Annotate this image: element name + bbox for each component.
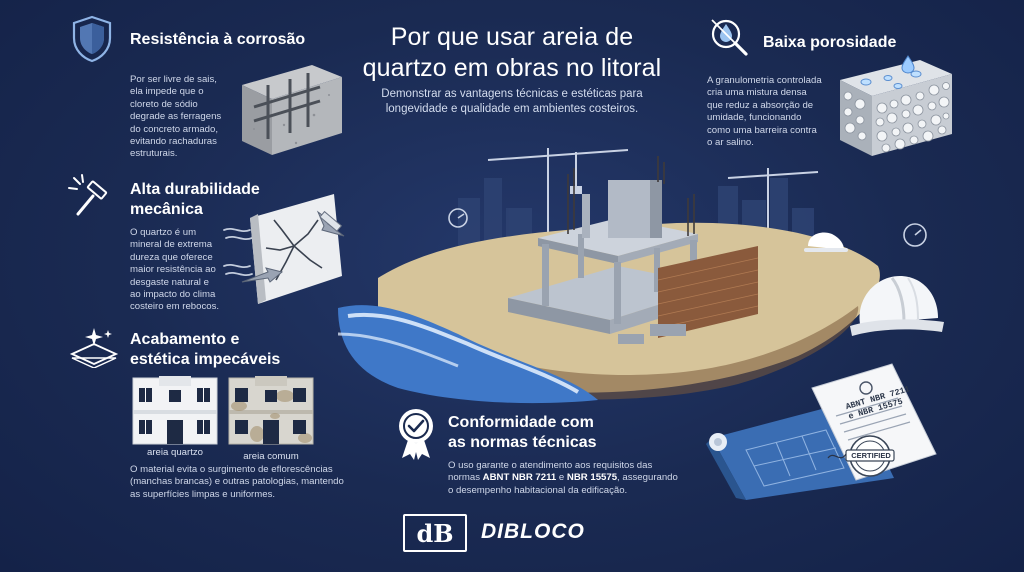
- norms-title-line1: Conformidade com: [448, 414, 594, 431]
- porosity-text-line: cria uma mistura densa: [707, 87, 807, 99]
- magnifier-drop-icon: [711, 19, 748, 56]
- norms-text: O uso garante o atendimento aos requisit…: [448, 460, 708, 497]
- durability-title-line2: mecânica: [130, 201, 203, 218]
- dense-aggregate-block-illustration: [840, 55, 952, 156]
- certified-stamp: CERTIFIED: [851, 451, 891, 460]
- porosity-text: A granulometria controlada cria uma mist…: [707, 75, 829, 149]
- norm-nbr-7211: ABNT NBR 7211: [482, 472, 557, 484]
- finish-text-line: as superfícies limpas e uniformes.: [130, 488, 276, 500]
- clean-house-illustration: [132, 376, 218, 445]
- corrosion-text-line: evitando rachaduras: [130, 136, 217, 148]
- corrosion-text-line: do concreto armado,: [130, 123, 218, 135]
- porosity-text-line: o ar salino.: [707, 137, 754, 149]
- page-subtitle-line2: longevidade e qualidade em ambientes cos…: [385, 103, 639, 115]
- durability-title: Alta durabilidade mecânica: [130, 180, 260, 220]
- norms-text-line: normas ABNT NBR 7211 e NBR 15575, assegu…: [448, 472, 708, 484]
- durability-text-line: desgaste natural e: [130, 276, 209, 288]
- page-title: Por que usar areia de quartzo em obras n…: [322, 22, 702, 84]
- durability-text-line: dureza que oferece: [130, 251, 213, 263]
- durability-text-line: costeiro em rebocos.: [130, 301, 220, 313]
- finish-text-line: O material evita o surgimento de eflores…: [130, 464, 333, 475]
- blueprint-certificate-illustration: [706, 363, 937, 500]
- finish-title: Acabamento e estética impecáveis: [130, 330, 280, 370]
- corrosion-text-line: Por ser livre de sais,: [130, 74, 217, 85]
- dibloco-logo: dB: [403, 514, 467, 552]
- hard-hat-illustration: [850, 276, 944, 336]
- page-title-line2: quartzo em obras no litoral: [362, 54, 662, 82]
- dibloco-logo-mark: dB: [416, 518, 454, 548]
- porosity-text-line: que reduz a absorção de: [707, 99, 814, 111]
- corrosion-text-line: cloreto de sódio: [130, 98, 198, 110]
- page-subtitle: Demonstrar as vantagens técnicas e estét…: [330, 87, 694, 117]
- corrosion-text-line: degrade as ferragens: [130, 111, 222, 123]
- durability-text-line: mineral de extrema: [130, 239, 213, 251]
- corrosion-text-line: estruturais.: [130, 148, 178, 160]
- corrosion-text-line: ela impede que o: [130, 86, 204, 98]
- stained-house-illustration: [228, 376, 314, 445]
- sparkle-surface-icon: [69, 328, 119, 368]
- finish-title-line1: Acabamento e: [130, 331, 240, 348]
- norm-nbr-15575: NBR 15575: [566, 472, 618, 484]
- label-quartz-sand: areia quartzo: [147, 447, 203, 458]
- concrete-block-rebar-illustration: [242, 65, 342, 155]
- norms-title-line2: as normas técnicas: [448, 434, 597, 451]
- porosity-text-line: como uma barreira contra: [707, 124, 817, 136]
- porosity-title: Baixa porosidade: [763, 34, 897, 51]
- porosity-text-line: umidade, funcionando: [707, 112, 802, 124]
- page-subtitle-line1: Demonstrar as vantagens técnicas e estét…: [381, 88, 643, 100]
- durability-text-line: maior resistência ao: [130, 264, 216, 276]
- cracked-wall-impact-illustration: [223, 194, 345, 304]
- label-common-sand: areia comum: [243, 451, 299, 462]
- finish-title-line2: estética impecáveis: [130, 351, 281, 368]
- durability-text: O quartzo é um mineral de extrema dureza…: [130, 227, 230, 314]
- durability-text-line: ao impacto do clima: [130, 289, 216, 301]
- corrosion-text: Por ser livre de sais, ela impede que o …: [130, 74, 240, 161]
- norms-text-post: , assegurando: [617, 472, 678, 484]
- coastal-construction-scene: [338, 148, 880, 404]
- certified-badge-icon: [399, 409, 433, 460]
- corrosion-title: Resistência à corrosão: [130, 31, 306, 48]
- shield-icon: [72, 15, 112, 63]
- page-title-line1: Por que usar areia de: [390, 23, 634, 51]
- durability-text-line: O quartzo é um: [130, 227, 197, 238]
- norms-text-line: O uso garante o atendimento aos requisit…: [448, 460, 653, 471]
- finish-text: O material evita o surgimento de eflores…: [130, 464, 380, 501]
- finish-text-line: (manchas brancas) e outras patologias, m…: [130, 476, 344, 488]
- porosity-text-line: A granulometria controlada: [707, 75, 822, 86]
- norms-text-pre: normas: [448, 472, 483, 484]
- brand-name: DIBLOCO: [481, 520, 585, 543]
- durability-title-line1: Alta durabilidade: [130, 181, 260, 198]
- gauge-icon: [903, 223, 927, 247]
- norms-title: Conformidade com as normas técnicas: [448, 413, 597, 453]
- norms-text-line: o desempenho habitacional da edificação.: [448, 484, 628, 496]
- norms-text-mid: e: [556, 472, 567, 484]
- hammer-impact-icon: [68, 174, 108, 216]
